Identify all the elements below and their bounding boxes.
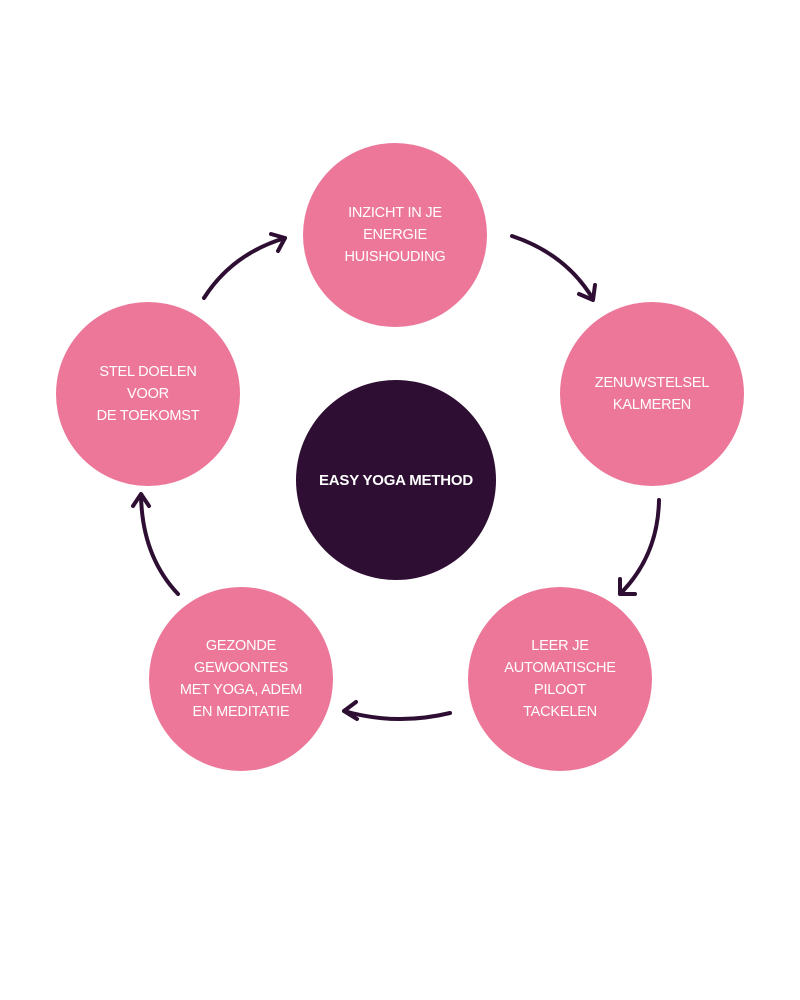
step-node-doelen: STEL DOELEN VOOR DE TOEKOMST — [56, 302, 240, 486]
step-node-zenuwstelsel: ZENUWSTELSEL KALMEREN — [560, 302, 744, 486]
step-node-energie: INZICHT IN JE ENERGIE HUISHOUDING — [303, 143, 487, 327]
step-label-doelen: STEL DOELEN VOOR DE TOEKOMST — [96, 364, 200, 424]
arrow-step-5-to-1 — [202, 232, 287, 300]
center-node-method: EASY YOGA METHOD — [296, 380, 496, 580]
center-label: EASY YOGA METHOD — [318, 471, 474, 489]
arrow-step-3-to-4 — [342, 700, 452, 722]
arrow-step-1-to-2 — [510, 234, 597, 302]
step-label-automatische-piloot: LEER JE AUTOMATISCHE PILOOT TACKELEN — [504, 638, 616, 720]
step-node-gewoontes: GEZONDE GEWOONTES MET YOGA, ADEM EN MEDI… — [149, 587, 333, 771]
step-label-gewoontes: GEZONDE GEWOONTES MET YOGA, ADEM EN MEDI… — [179, 638, 303, 720]
arrow-step-2-to-3 — [618, 498, 661, 596]
step-label-zenuwstelsel: ZENUWSTELSEL KALMEREN — [594, 375, 710, 413]
step-label-energie: INZICHT IN JE ENERGIE HUISHOUDING — [344, 205, 446, 265]
arrow-step-4-to-5 — [131, 492, 180, 596]
step-node-automatische-piloot: LEER JE AUTOMATISCHE PILOOT TACKELEN — [468, 587, 652, 771]
